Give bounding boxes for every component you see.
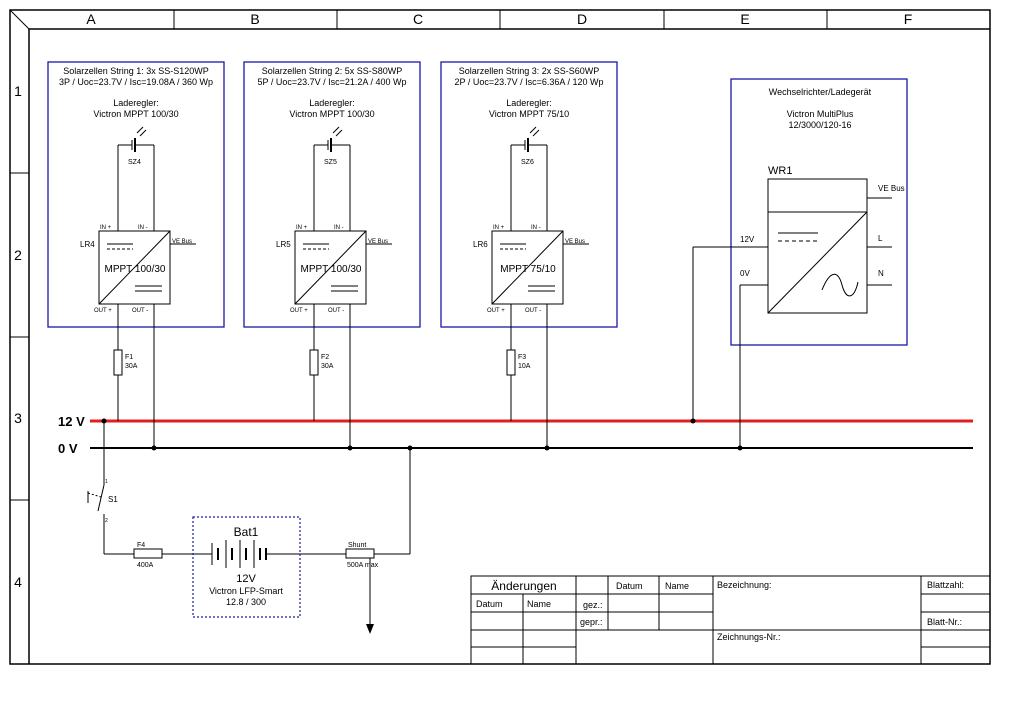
pin-ve-bus: VE Bus xyxy=(368,239,388,245)
name-header: Name xyxy=(665,581,689,591)
controller-id: LR6 xyxy=(473,240,488,249)
fuse-rating: 10A xyxy=(518,363,531,370)
inverter-pin-l: L xyxy=(878,234,883,243)
designation-label: Bezeichnung: xyxy=(717,580,772,590)
panel-id: SZ4 xyxy=(128,159,141,166)
regulator-label: Laderegler: xyxy=(113,98,159,108)
string-title: Solarzellen String 3: 2x SS-S60WP xyxy=(459,66,600,76)
drawing-number-label: Zeichnungs-Nr.: xyxy=(717,632,781,642)
switch-pin-1: 1 xyxy=(105,479,108,485)
battery-voltage: 12V xyxy=(236,573,256,585)
pin-ve-bus: VE Bus xyxy=(172,239,192,245)
fuse-id: F1 xyxy=(125,354,133,361)
battery-box xyxy=(192,516,301,618)
battery-circuit xyxy=(87,421,411,628)
pin-out-plus: OUT + xyxy=(290,308,308,314)
string-title: Solarzellen String 2: 5x SS-S80WP xyxy=(262,66,403,76)
regulator-model: Victron MPPT 75/10 xyxy=(489,109,569,119)
column-label: E xyxy=(740,11,749,27)
panel-id: SZ6 xyxy=(521,159,534,166)
inverter-pin-ve-bus: VE Bus xyxy=(878,184,905,193)
pin-ve-bus: VE Bus xyxy=(565,239,585,245)
bus-12v-label: 12 V xyxy=(58,414,85,429)
controller-id: LR5 xyxy=(276,240,291,249)
controller-id: LR4 xyxy=(80,240,95,249)
regulator-label: Laderegler: xyxy=(506,98,552,108)
column-label: A xyxy=(86,11,96,27)
fuse4-id: F4 xyxy=(137,542,145,549)
fuse-id: F2 xyxy=(321,354,329,361)
inverter-pin-0v: 0V xyxy=(740,269,750,278)
string-box xyxy=(440,61,618,328)
pin-out-plus: OUT + xyxy=(487,308,505,314)
controller-name: MPPT 100/30 xyxy=(301,264,362,275)
pin-in-plus: IN + xyxy=(100,225,112,231)
inverter-model-rating: 12/3000/120-16 xyxy=(788,120,851,130)
row-label: 2 xyxy=(14,247,22,263)
changes-name-header: Name xyxy=(527,599,551,609)
column-label: C xyxy=(413,11,423,27)
pin-in-minus: IN - xyxy=(531,225,541,231)
sheet-number-label: Blatt-Nr.: xyxy=(927,617,962,627)
column-label: F xyxy=(904,11,913,27)
row-label: 4 xyxy=(14,574,22,590)
panel-id: SZ5 xyxy=(324,159,337,166)
column-label: D xyxy=(577,11,587,27)
string-title: Solarzellen String 1: 3x SS-S120WP xyxy=(63,66,209,76)
fuse-rating: 30A xyxy=(321,363,334,370)
inverter-box xyxy=(730,78,908,346)
changes-header: Änderungen xyxy=(491,579,556,593)
row-label: 1 xyxy=(14,83,22,99)
string-spec: 5P / Uoc=23.7V / Isc=21.2A / 400 Wp xyxy=(258,77,407,87)
solar-string-3: Solarzellen String 3: 2x SS-S60WP 2P / U… xyxy=(440,61,618,451)
solar-string-1: Solarzellen String 1: 3x SS-S120WP 3P / … xyxy=(47,61,225,451)
checked-by-label: gepr.: xyxy=(580,617,603,627)
column-label: B xyxy=(250,11,259,27)
switch-pin-2: 2 xyxy=(105,518,108,524)
fuse4-rating: 400A xyxy=(137,562,154,569)
bus-0v-label: 0 V xyxy=(58,441,78,456)
battery-capacity: 12.8 / 300 xyxy=(226,597,266,607)
regulator-model: Victron MPPT 100/30 xyxy=(289,109,374,119)
fuse-id: F3 xyxy=(518,354,526,361)
regulator-model: Victron MPPT 100/30 xyxy=(93,109,178,119)
battery-id: Bat1 xyxy=(234,525,259,539)
inverter-id: WR1 xyxy=(768,165,792,177)
string-box xyxy=(47,61,225,328)
controller-name: MPPT 75/10 xyxy=(500,264,556,275)
changes-date-header: Datum xyxy=(476,599,503,609)
inverter-charger: Wechselrichter/Ladegerät Victron MultiPl… xyxy=(690,78,908,451)
string-spec: 3P / Uoc=23.7V / Isc=19.08A / 360 Wp xyxy=(59,77,213,87)
pin-in-minus: IN - xyxy=(334,225,344,231)
inverter-symbol xyxy=(767,178,868,314)
pin-out-minus: OUT - xyxy=(328,308,344,314)
pin-in-plus: IN + xyxy=(296,225,308,231)
inverter-title: Wechselrichter/Ladegerät xyxy=(769,87,872,97)
shunt-id: Shunt xyxy=(348,542,366,549)
switch-id: S1 xyxy=(108,495,118,504)
pin-in-plus: IN + xyxy=(493,225,505,231)
controller-name: MPPT 100/30 xyxy=(105,264,166,275)
pin-out-minus: OUT - xyxy=(525,308,541,314)
date-header: Datum xyxy=(616,581,643,591)
inverter-pin-12v: 12V xyxy=(740,235,755,244)
fuse-rating: 30A xyxy=(125,363,138,370)
pin-out-plus: OUT + xyxy=(94,308,112,314)
solar-string-2: Solarzellen String 2: 5x SS-S80WP 5P / U… xyxy=(243,61,421,451)
sheet-count-label: Blattzahl: xyxy=(927,580,964,590)
title-block xyxy=(470,575,991,665)
battery-model: Victron LFP-Smart xyxy=(209,586,283,596)
pin-in-minus: IN - xyxy=(138,225,148,231)
row-label: 3 xyxy=(14,410,22,426)
pin-out-minus: OUT - xyxy=(132,308,148,314)
inverter-model: Victron MultiPlus xyxy=(787,109,854,119)
drawn-by-label: gez.: xyxy=(583,600,603,610)
string-box xyxy=(243,61,421,328)
inverter-pin-n: N xyxy=(878,269,884,278)
shunt-arrow-icon xyxy=(366,624,374,634)
string-spec: 2P / Uoc=23.7V / Isc=6.36A / 120 Wp xyxy=(455,77,604,87)
regulator-label: Laderegler: xyxy=(309,98,355,108)
shunt-rating: 500A max xyxy=(347,562,379,569)
